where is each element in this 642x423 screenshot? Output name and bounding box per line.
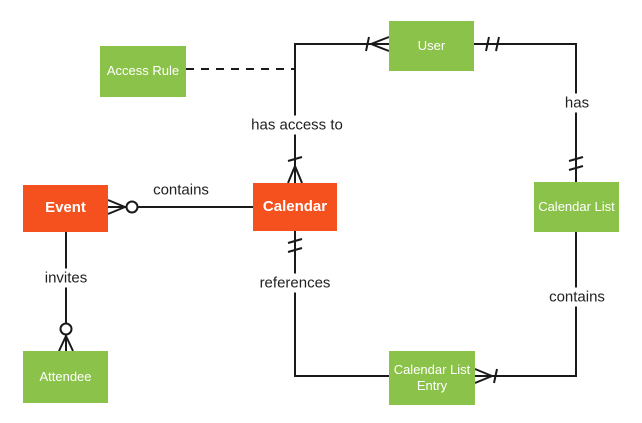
connector-line (474, 43, 577, 182)
crowfoot-many-icon (107, 199, 126, 215)
relationship-label-event-contains-calendar: contains (149, 180, 213, 200)
crowfoot-many-icon (287, 165, 303, 184)
connector-line (294, 43, 389, 183)
one-tick-icon (493, 368, 498, 384)
entity-calendar-list-entry: Calendar List Entry (389, 351, 475, 405)
connector-event-contains-calendar (107, 199, 253, 215)
connector-event-invites-attendee (58, 232, 74, 352)
zero-cardinality-icon (59, 322, 73, 336)
connector-calendar-references-entry (287, 231, 389, 377)
connector-line (294, 231, 389, 377)
connector-calendar-hasaccessto-user (287, 36, 390, 184)
crowfoot-many-icon (58, 335, 74, 352)
one-and-only-one-ticks-icon (485, 36, 500, 52)
relationship-label-invites: invites (40, 268, 92, 288)
one-tick-icon (287, 156, 303, 162)
entity-calendar-label: Calendar (262, 197, 328, 215)
entity-event-label: Event (45, 199, 86, 217)
relationship-label-references: references (255, 273, 335, 293)
crowfoot-many-icon (474, 368, 493, 384)
entity-user-label: User (417, 37, 446, 53)
connector-line (475, 232, 577, 377)
entity-attendee: Attendee (23, 351, 108, 403)
entity-attendee-label: Attendee (39, 368, 92, 384)
connector-calendarlist-contains-entry (474, 232, 577, 384)
entity-calendar-list: Calendar List (534, 182, 619, 232)
relationship-label-has: has (560, 93, 594, 113)
entity-calendar-list-entry-label: Calendar List Entry (393, 361, 471, 393)
connector-user-has-calendarlist (474, 36, 584, 182)
zero-cardinality-icon (125, 200, 139, 214)
one-and-only-one-ticks-icon (287, 238, 303, 253)
entity-calendar-list-label: Calendar List (538, 198, 615, 214)
entity-access-rule: Access Rule (100, 46, 186, 97)
crowfoot-many-icon (370, 36, 390, 52)
one-and-only-one-ticks-icon (568, 156, 584, 171)
entity-access-rule-label: Access Rule (106, 63, 180, 79)
entity-user: User (389, 21, 474, 71)
one-tick-icon (365, 36, 370, 52)
relationship-label-has-access-to: has access to (247, 115, 347, 135)
relationship-label-calendarlist-contains: contains (545, 287, 609, 307)
entity-event: Event (23, 185, 108, 232)
entity-calendar: Calendar (253, 183, 337, 231)
